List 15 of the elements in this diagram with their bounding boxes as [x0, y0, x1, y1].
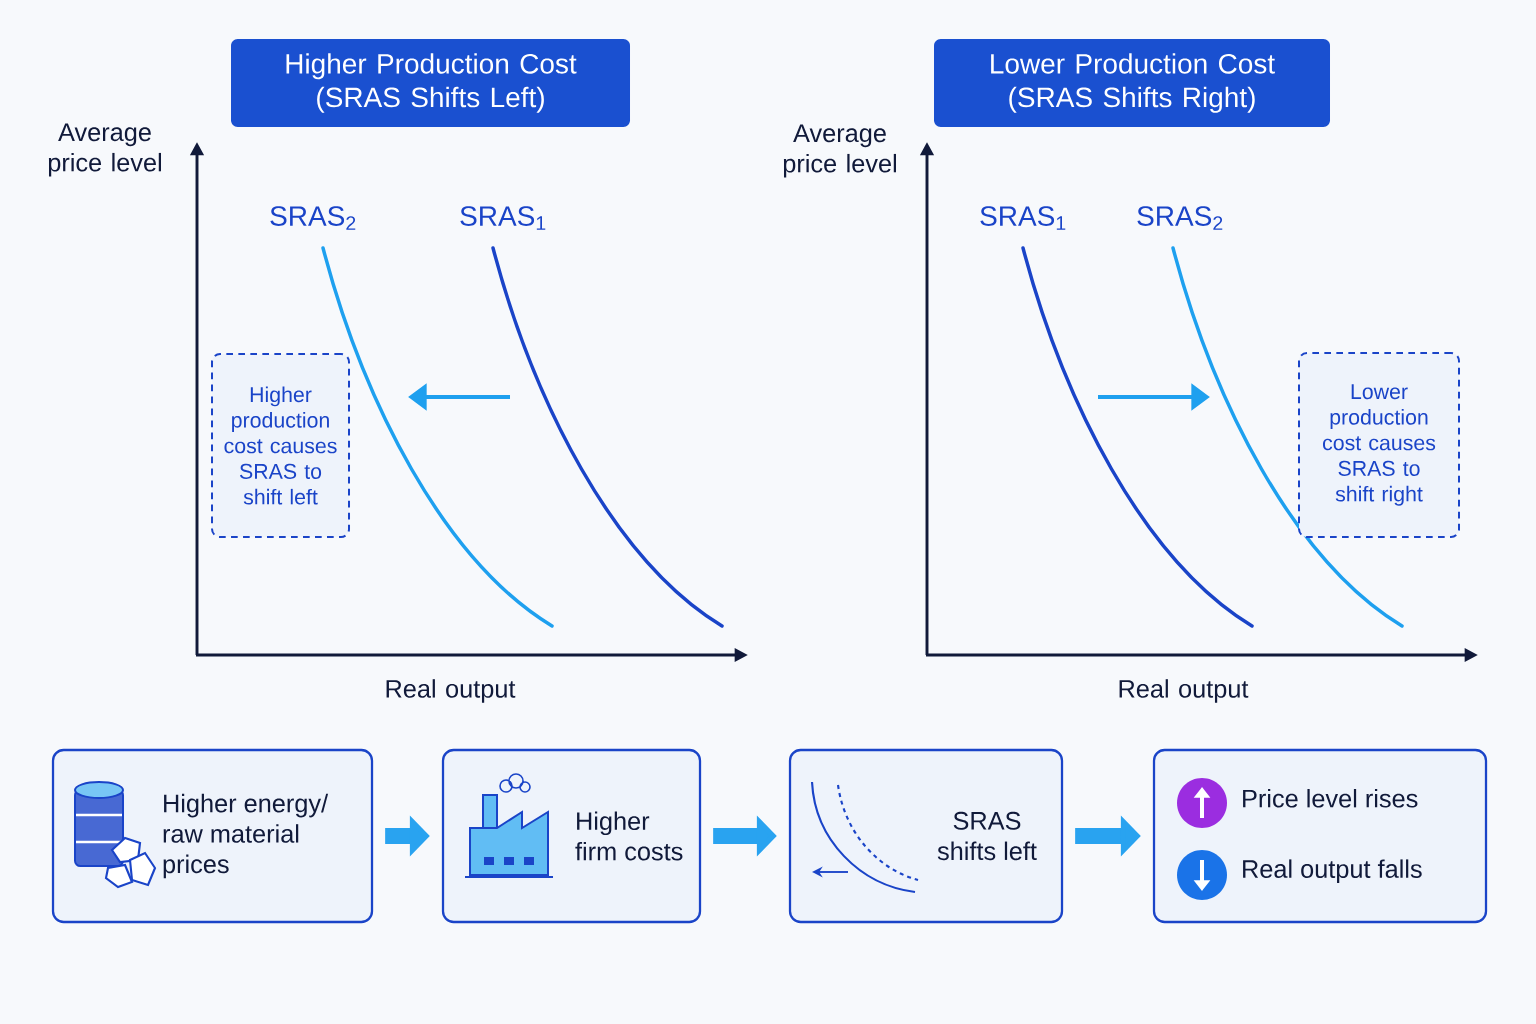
- title-banner: Higher Production Cost (SRAS Shifts Left): [231, 39, 630, 127]
- curve-label: SRAS$_{1}$: [980, 206, 1066, 230]
- note-box: Lower production cost causes SRAS to shift right: [1298, 352, 1460, 538]
- curve-label: SRAS$_{2}$: [1137, 206, 1223, 230]
- curve-label: SRAS$_{1}$: [460, 206, 546, 230]
- curve-label: SRAS$_{2}$: [270, 206, 356, 230]
- axis-label: Average price level: [48, 123, 161, 177]
- note-box: Higher production cost causes SRAS to shift left: [211, 353, 350, 538]
- process-box: Price level rises Real output falls: [1152, 748, 1488, 924]
- title-banner: Lower Production Cost (SRAS Shifts Right): [934, 39, 1330, 127]
- axis-label: Real output: [1119, 679, 1249, 703]
- process-box: SRAS shifts left: [788, 748, 1064, 924]
- axis-label: Average price level: [783, 124, 896, 178]
- process-box: Higher energy/ raw material prices: [51, 748, 374, 924]
- axis-label: Real output: [386, 679, 516, 703]
